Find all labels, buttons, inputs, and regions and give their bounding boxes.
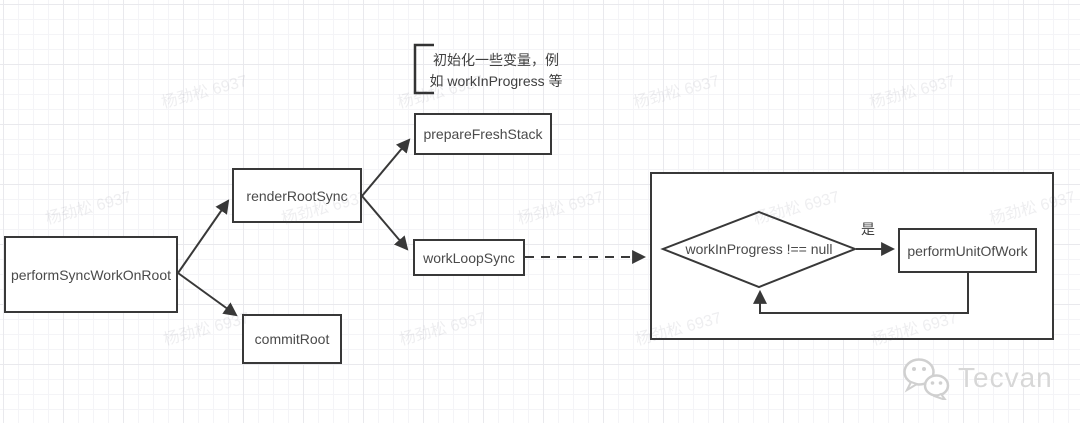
annotation-line-2: 如 workInProgress 等 [429, 73, 563, 89]
node-label: workLoopSync [423, 249, 515, 266]
node-label: performSyncWorkOnRoot [10, 266, 171, 283]
node-perform-sync-work-on-root: performSyncWorkOnRoot [4, 236, 178, 313]
node-label: prepareFreshStack [423, 126, 543, 142]
node-commit-root: commitRoot [242, 314, 342, 364]
wechat-icon [903, 358, 950, 400]
decision-diamond [660, 210, 858, 289]
brand-logo: Tecvan [900, 356, 1053, 400]
node-label: commitRoot [254, 331, 330, 347]
edge-to-renderrootsync [177, 199, 230, 274]
node-label: renderRootSync [246, 187, 348, 204]
decision-label: workInProgress !== null [685, 241, 833, 257]
edge-label-yes: 是 [861, 221, 875, 237]
edge-to-workloopsync [361, 195, 409, 251]
edge-loop-back [753, 273, 969, 314]
annotation-note: 初始化一些变量，例 如 workInProgress 等 [420, 50, 572, 92]
node-perform-unit-of-work: performUnitOfWork [898, 228, 1037, 273]
node-render-root-sync: renderRootSync [232, 168, 362, 223]
node-prepare-fresh-stack: prepareFreshStack [414, 113, 552, 155]
edge-to-preparefreshstack [361, 138, 411, 197]
node-work-loop-sync: workLoopSync [413, 239, 525, 276]
annotation-line-1: 初始化一些变量，例 [433, 52, 559, 68]
edge-to-commitroot [177, 272, 238, 317]
annotation-bracket [413, 43, 434, 95]
brand-name: Tecvan [958, 362, 1053, 393]
node-label: performUnitOfWork [907, 242, 1028, 259]
